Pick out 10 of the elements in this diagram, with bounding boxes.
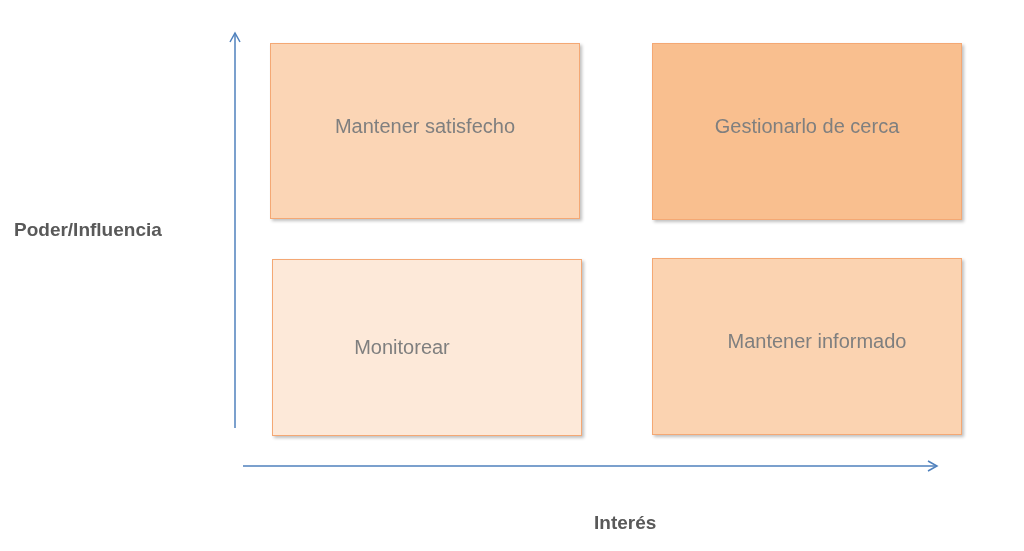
quadrant-label: Gestionarlo de cerca: [714, 115, 900, 138]
quadrant-box: [652, 258, 962, 435]
quadrant-label: Mantener satisfecho: [334, 114, 516, 138]
quadrant-box: [270, 43, 580, 219]
axis-title: Interés: [594, 512, 657, 534]
quadrant-label: Monitorear: [354, 336, 450, 359]
quadrant-box: [272, 259, 582, 436]
axis-title: Poder/Influencia: [14, 219, 162, 241]
quadrant-label: Mantener informado: [727, 330, 907, 353]
quadrant-box: [652, 43, 962, 220]
